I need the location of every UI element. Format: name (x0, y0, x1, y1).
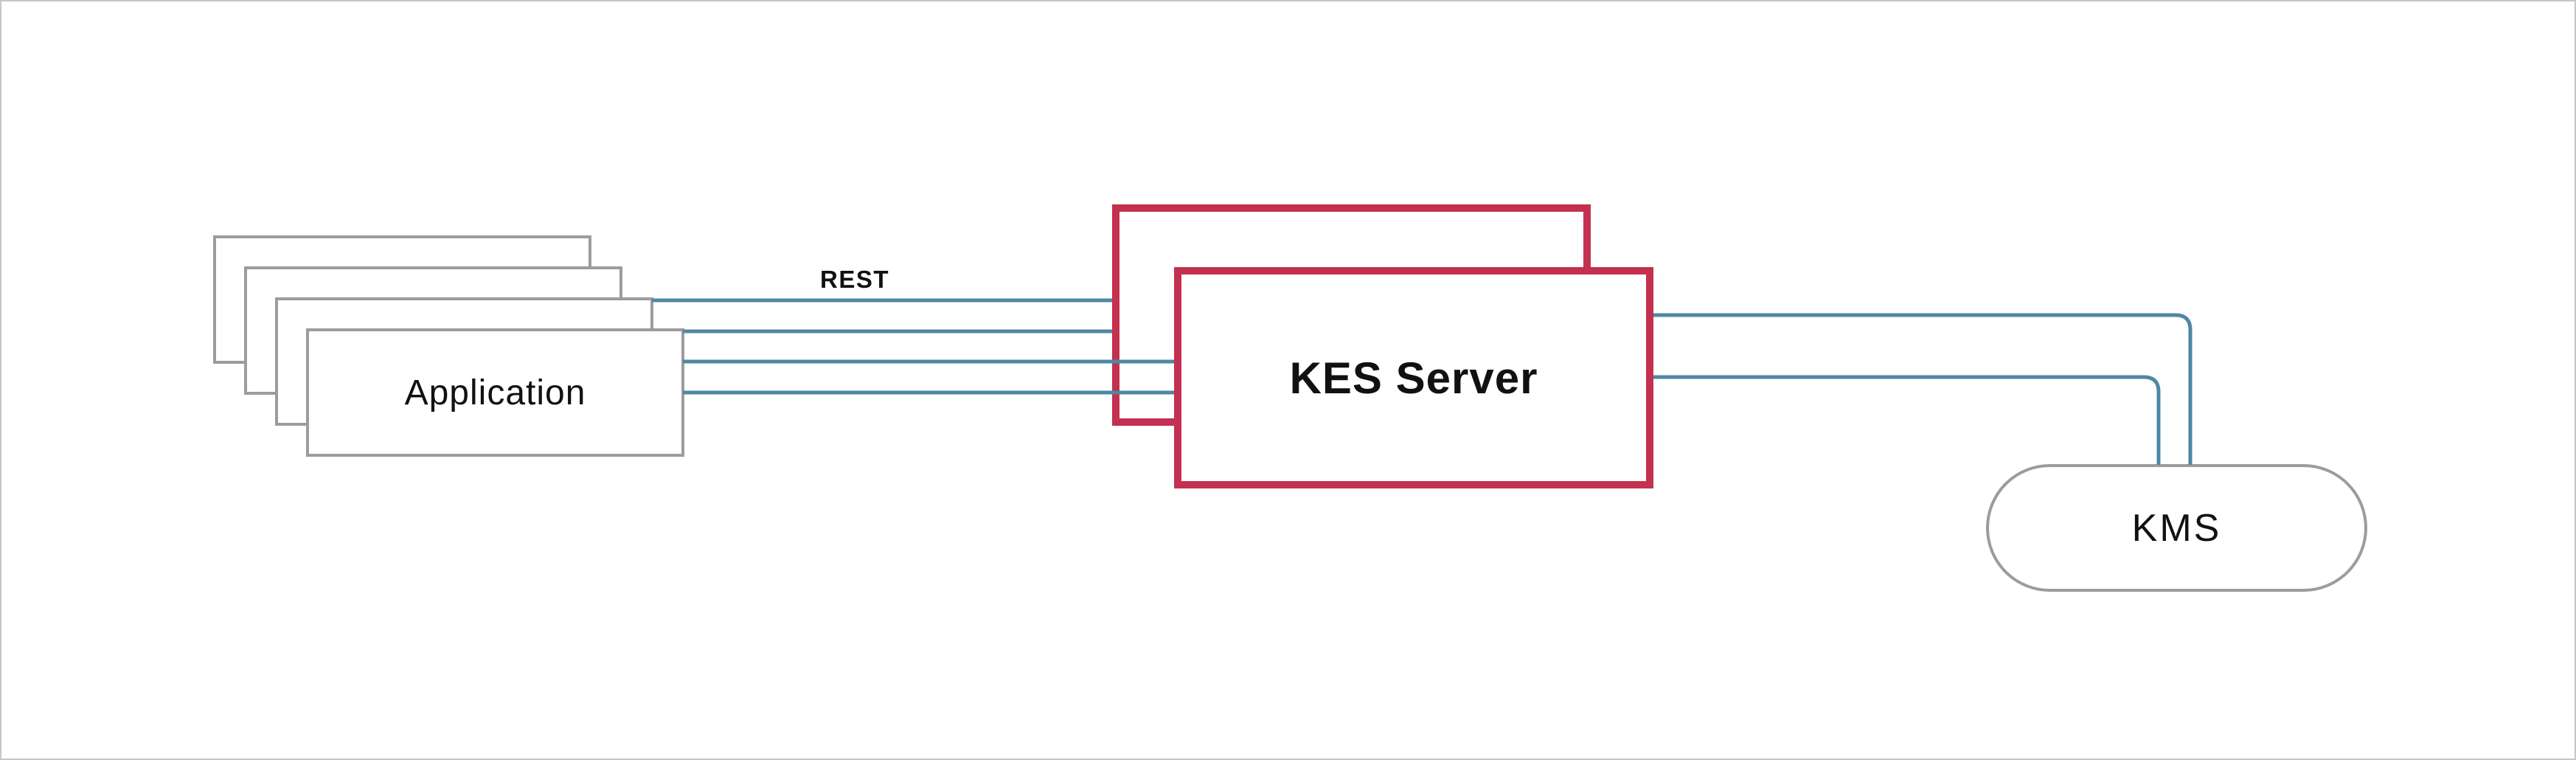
application-label: Application (404, 373, 586, 412)
kms-node: KMS (1986, 464, 2367, 592)
application-node: Application (306, 328, 684, 457)
kms-label: KMS (2131, 506, 2222, 550)
rest-edge-label: REST (819, 266, 890, 293)
kes-to-kms-line-1 (1652, 313, 2193, 465)
kes-server-node: KES Server (1174, 267, 1653, 488)
kes-to-kms-line-2 (1652, 375, 2161, 465)
kes-server-label: KES Server (1289, 353, 1538, 403)
